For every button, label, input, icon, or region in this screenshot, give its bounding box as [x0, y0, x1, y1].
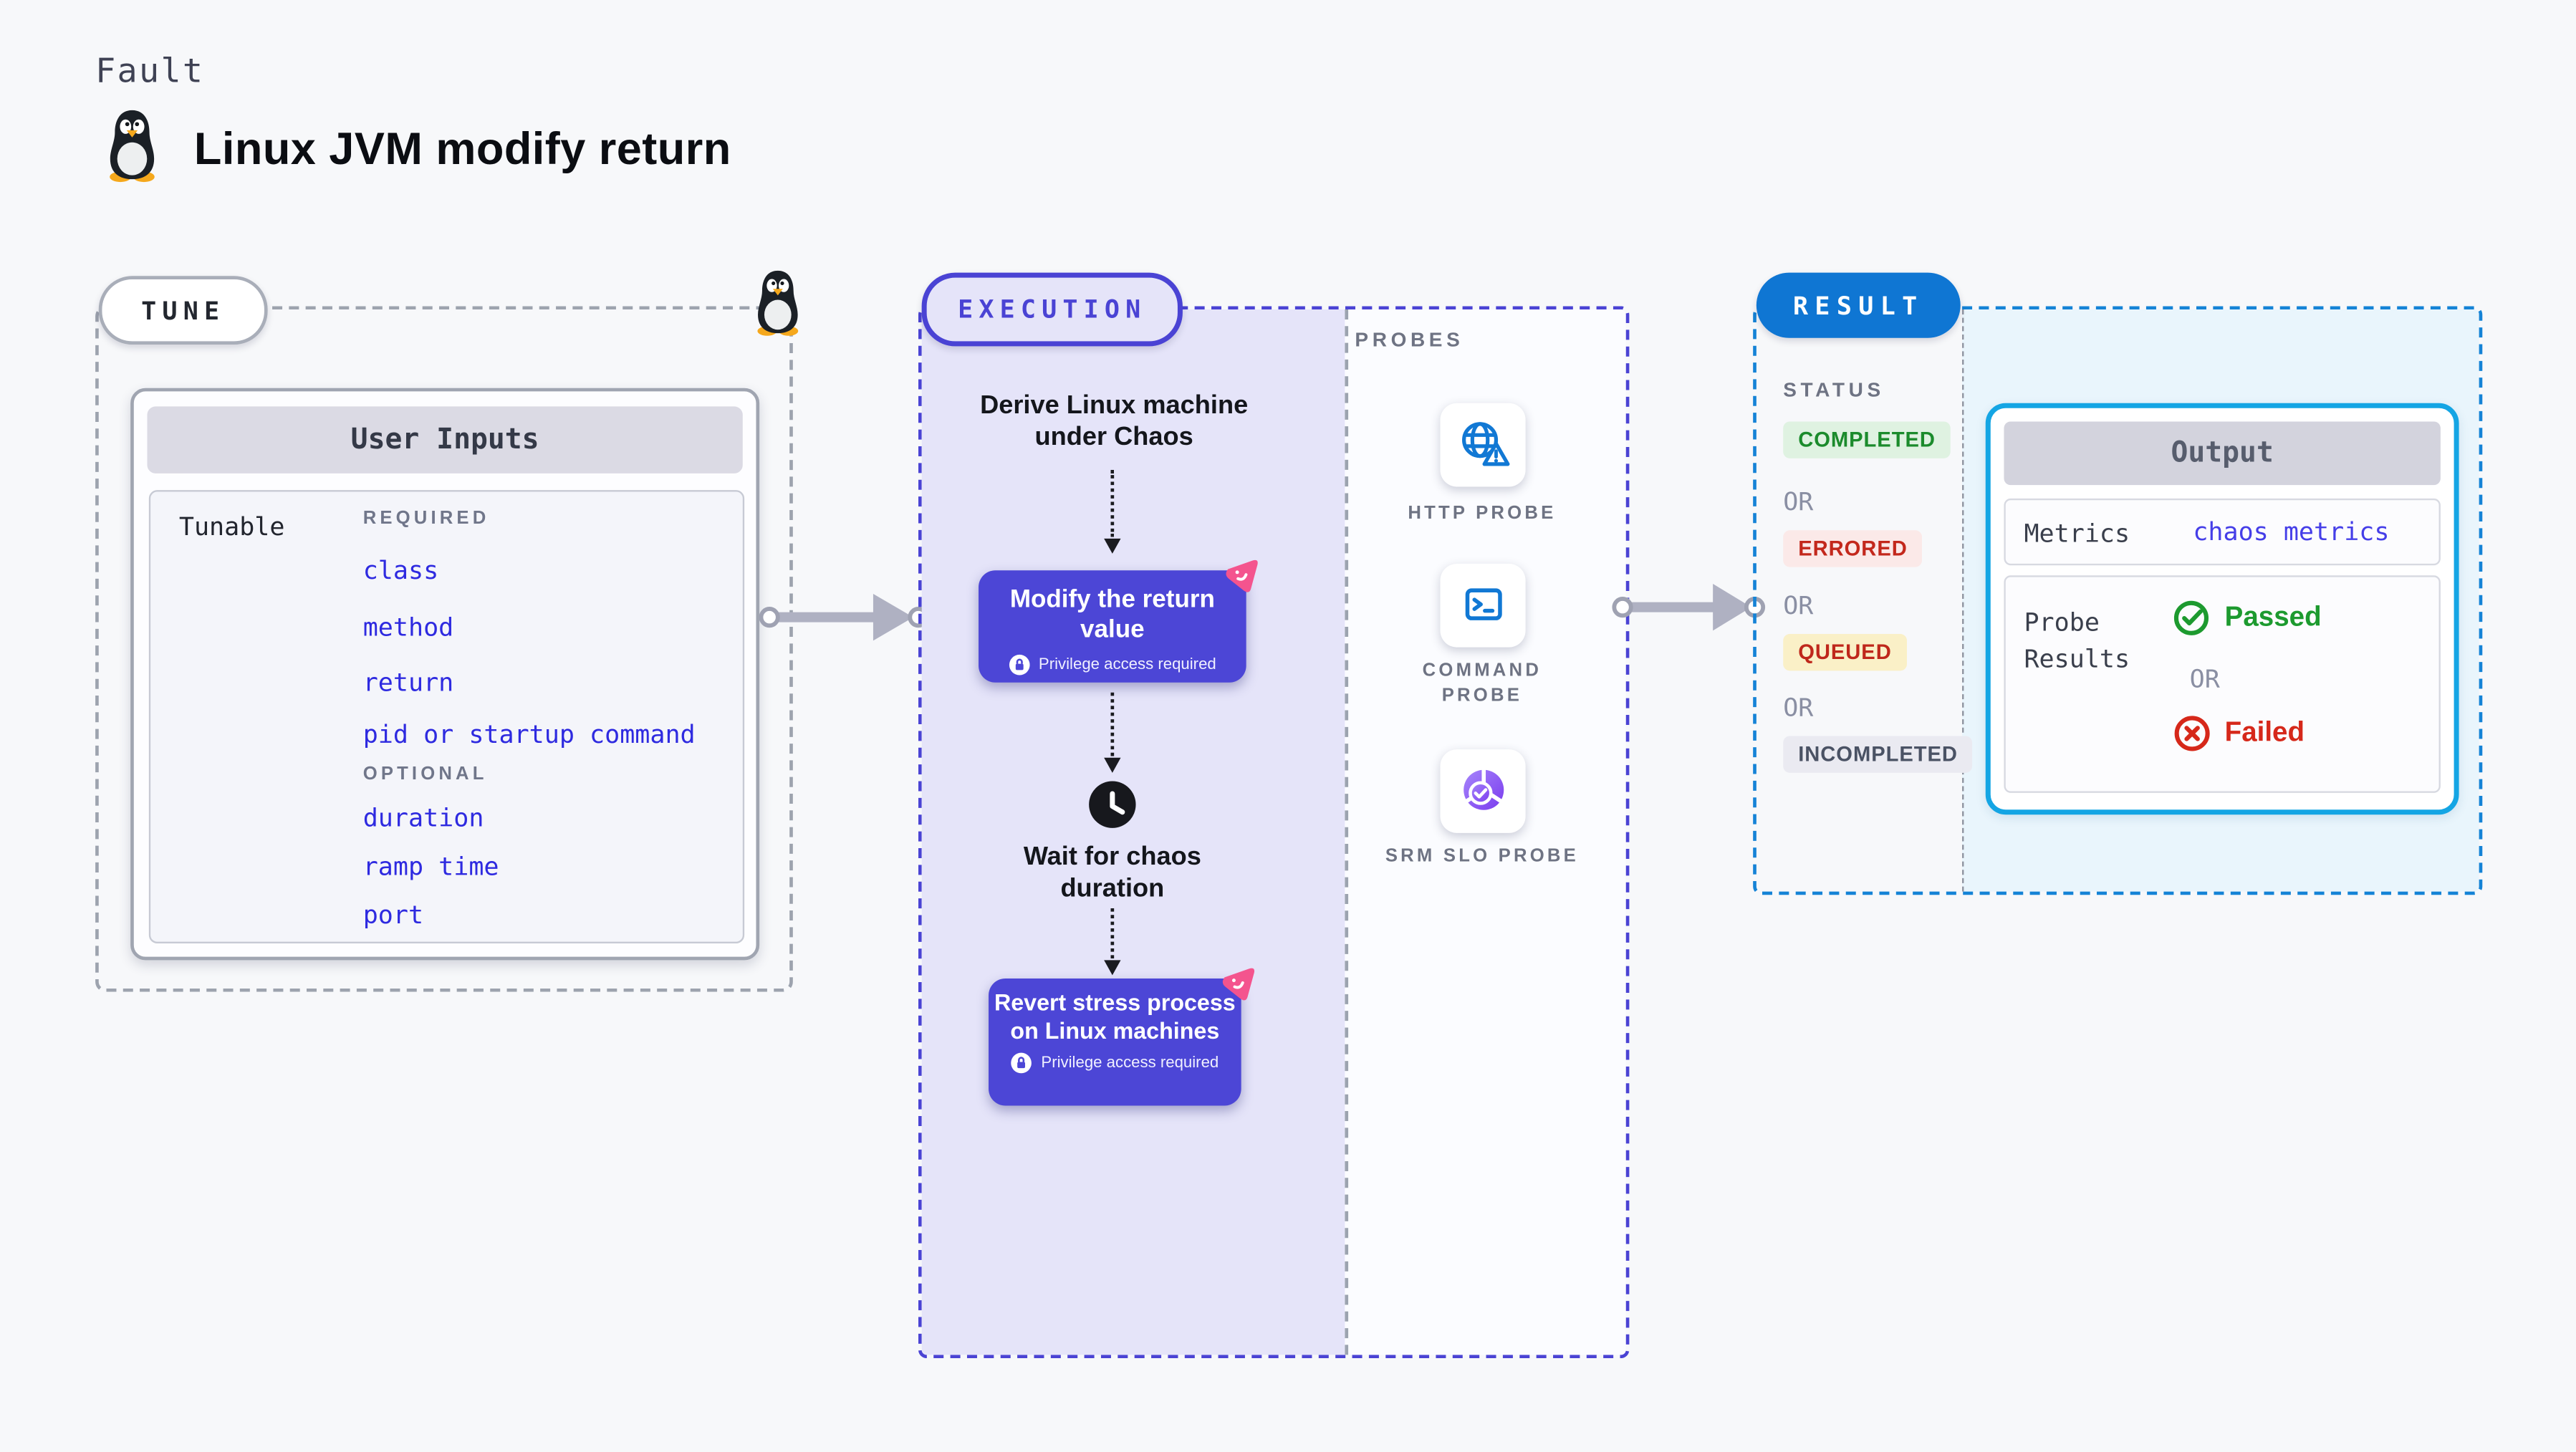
- execution-pill-label: EXECUTION: [958, 294, 1147, 325]
- probe-card-http[interactable]: [1440, 403, 1526, 487]
- tunable-row-label: Tunable: [178, 511, 285, 542]
- status-badge-completed: COMPLETED: [1783, 421, 1951, 458]
- metrics-label: Metrics: [2024, 518, 2130, 549]
- or-separator: OR: [1783, 486, 1814, 517]
- node-modify-return-value[interactable]: Modify the return value Privilege access…: [979, 570, 1246, 683]
- fault-kicker: Fault: [95, 50, 205, 91]
- slo-gauge-icon: [1463, 768, 1504, 810]
- output-card: Output Metrics chaos metrics Probe Resul…: [1985, 403, 2459, 815]
- output-header: Output: [2004, 421, 2441, 486]
- passed-result: Passed: [2173, 599, 2322, 638]
- probe-results-label: Probe Results: [2024, 607, 2130, 674]
- probe-card-srm-slo[interactable]: [1440, 749, 1526, 833]
- tux-penguin-icon: [100, 107, 164, 182]
- page-title: Linux JVM modify return: [193, 123, 731, 174]
- x-circle-icon: [2174, 716, 2210, 751]
- optional-label: OPTIONAL: [362, 764, 488, 785]
- result-section-pill: RESULT: [1756, 272, 1961, 338]
- tunable-link-method[interactable]: method: [362, 612, 454, 643]
- arrow-tune-to-execution: [759, 593, 929, 641]
- tunables-panel: Tunable REQUIRED class method return pid…: [148, 490, 745, 943]
- status-badge-queued: QUEUED: [1783, 634, 1907, 671]
- tunable-link-ramp-time[interactable]: ramp time: [362, 851, 499, 882]
- execution-flow-background: [921, 309, 1345, 1355]
- probe-label-command: COMMAND PROBE: [1422, 660, 1542, 707]
- flow-arrowhead-icon: [1104, 538, 1121, 554]
- or-separator: OR: [1783, 590, 1814, 621]
- user-inputs-card: User Inputs Tunable REQUIRED class metho…: [130, 388, 760, 961]
- failed-label: Failed: [2224, 717, 2305, 748]
- user-inputs-header: User Inputs: [147, 406, 743, 473]
- node-revert-stress-process[interactable]: Revert stress process on Linux machines …: [989, 979, 1241, 1106]
- failed-result: Failed: [2173, 714, 2305, 753]
- probe-card-command[interactable]: [1440, 563, 1526, 648]
- result-pill-label: RESULT: [1793, 290, 1924, 321]
- flow-arrowhead-icon: [1104, 757, 1121, 773]
- terminal-icon: [1464, 588, 1501, 620]
- tunable-link-duration[interactable]: duration: [362, 802, 484, 833]
- probe-label-srm-slo: SRM SLO PROBE: [1385, 846, 1579, 867]
- step-derive-machine: Derive Linux machine under Chaos: [980, 391, 1249, 453]
- probes-label: PROBES: [1355, 327, 1464, 352]
- tune-section-box: [95, 306, 793, 992]
- tunable-link-pid-or-startup-command[interactable]: pid or startup command: [362, 719, 696, 750]
- tunable-link-port[interactable]: port: [362, 900, 424, 931]
- litmus-chaos-icon: [1219, 965, 1258, 1004]
- step-wait-duration: Wait for chaos duration: [1023, 842, 1201, 904]
- flow-connector: [1110, 908, 1115, 959]
- arrow-execution-to-result: [1612, 583, 1766, 631]
- probe-results-row: Probe Results Passed OR Failed: [2004, 575, 2441, 793]
- status-label: STATUS: [1783, 378, 1885, 402]
- lock-icon: [1011, 1052, 1032, 1073]
- privilege-badge: Privilege access required: [1038, 655, 1216, 675]
- or-separator: OR: [1783, 692, 1814, 723]
- litmus-chaos-icon: [1223, 557, 1261, 596]
- status-badge-incompleted: INCOMPLETED: [1783, 736, 1973, 773]
- user-inputs-title: User Inputs: [350, 423, 539, 457]
- metrics-row: Metrics chaos metrics: [2004, 498, 2441, 566]
- tunable-link-class[interactable]: class: [362, 555, 439, 586]
- tune-pill-label: TUNE: [141, 295, 226, 326]
- privilege-badge: Privilege access required: [1041, 1053, 1219, 1072]
- node-title: Modify the return value: [1009, 585, 1215, 645]
- execution-section-pill: EXECUTION: [921, 272, 1183, 347]
- clock-icon: [1089, 781, 1136, 828]
- passed-label: Passed: [2224, 602, 2322, 633]
- tux-penguin-icon: [749, 268, 806, 337]
- output-title: Output: [2171, 436, 2274, 471]
- check-circle-icon: [2173, 600, 2209, 635]
- node-title: Revert stress process on Linux machines: [994, 990, 1236, 1044]
- or-separator: OR: [2189, 664, 2220, 695]
- flow-connector: [1110, 692, 1115, 756]
- flow-connector: [1110, 470, 1115, 537]
- flow-arrowhead-icon: [1104, 960, 1121, 976]
- chaos-metrics-link[interactable]: chaos metrics: [2193, 516, 2390, 547]
- tunable-link-return[interactable]: return: [362, 667, 454, 698]
- probe-label-http: HTTP PROBE: [1408, 503, 1557, 524]
- tune-section-pill: TUNE: [98, 276, 268, 345]
- lock-icon: [1009, 654, 1030, 675]
- globe-alert-icon: [1461, 422, 1509, 466]
- required-label: REQUIRED: [362, 508, 490, 529]
- status-badge-errored: ERRORED: [1783, 530, 1923, 567]
